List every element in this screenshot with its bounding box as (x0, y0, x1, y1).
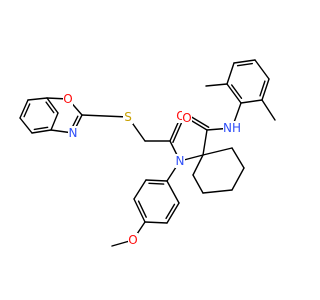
bond-C2-S (81, 114, 129, 118)
bond-inner-b1-b2 (23, 103, 31, 118)
bond-r1-r2 (226, 83, 242, 104)
bond-inner-b3-b4 (45, 101, 55, 114)
bond-layer (19, 59, 276, 247)
bond-inner-p3-p4 (137, 200, 147, 218)
bond-inner-r3-r4 (236, 62, 254, 67)
bond-c6-Cq (192, 154, 204, 176)
bond-r3-r4 (233, 59, 256, 64)
bond-p5-p6 (166, 202, 180, 224)
bond-inner-p1-p2 (148, 182, 165, 185)
methoxy-oxygen-label: O (128, 233, 137, 247)
bond-b2-b3 (27, 97, 48, 101)
bond-r2-Me1 (205, 83, 228, 87)
bond-b1-b2 (19, 99, 29, 119)
amide-nh-background (223, 121, 241, 135)
bond-c2-c3 (231, 147, 245, 169)
oxazole-oxygen-label: O (63, 92, 72, 106)
bond-p1-p2 (145, 179, 168, 182)
bond-p3-p4 (133, 198, 146, 223)
oxazole-oxygen-background (63, 92, 73, 106)
bond-Cq-Cam (202, 129, 208, 156)
bond-p2-p3 (133, 179, 147, 200)
thioether-sulfur-background (123, 110, 133, 124)
tertiary-nitrogen-label: N (176, 154, 185, 168)
amide-nh-label: NH (223, 121, 241, 135)
bond-r6-Me2 (261, 99, 276, 121)
amide-carbonyl-oxygen-background (182, 111, 192, 125)
amide-carbonyl-oxygen-label: O (182, 111, 191, 125)
bond-Cq-c2 (202, 147, 233, 156)
bond-inner-b5-b6 (33, 126, 49, 131)
bond-c4-c5 (202, 189, 233, 194)
bond-b4-b5 (50, 112, 59, 131)
oxazole-nitrogen-background (68, 126, 78, 140)
bond-p6-p1 (166, 180, 180, 204)
bond-b3-b4 (46, 97, 59, 114)
acetyl-carbonyl-oxygen-label: O (176, 109, 185, 123)
bond-r4-r5 (254, 59, 270, 80)
bond-r5-r6 (261, 78, 270, 101)
bond-c5-c6 (192, 174, 204, 194)
bond-r2-r3 (226, 62, 235, 85)
bond-p4-p5 (144, 221, 168, 224)
bond-inner-r1-r2 (230, 84, 243, 99)
methoxy-oxygen-background (128, 233, 138, 247)
bond-b6-b1 (19, 117, 33, 134)
oxazole-nitrogen-label: N (69, 126, 78, 140)
bond-inner-r5-r6 (259, 80, 266, 97)
thioether-sulfur-label: S (124, 110, 132, 124)
acetyl-carbonyl-oxygen-background (176, 109, 186, 123)
bond-inner-p5-p6 (165, 203, 176, 220)
bond-r6-r1 (240, 99, 263, 104)
bond-c3-c4 (231, 167, 245, 191)
bond-b5-b6 (31, 129, 52, 134)
tertiary-nitrogen-background (175, 154, 185, 168)
